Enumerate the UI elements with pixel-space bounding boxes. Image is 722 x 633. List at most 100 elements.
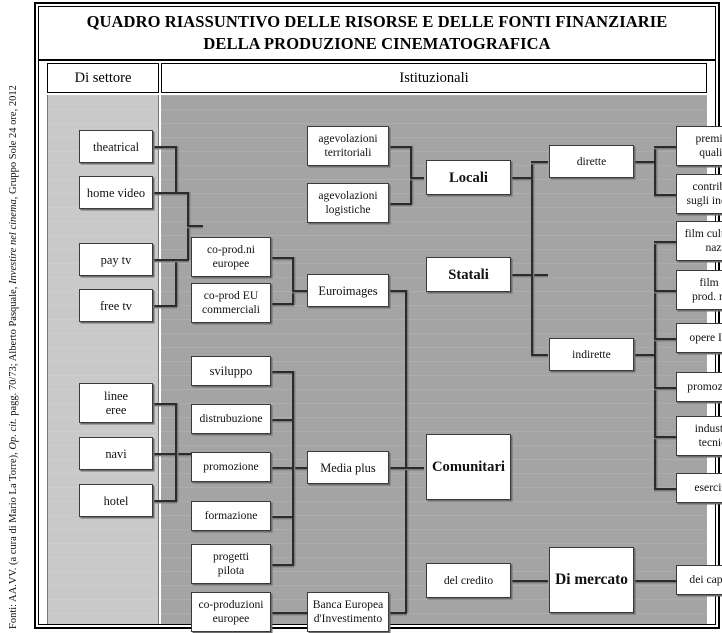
source-prefix: Fonti: AA.VV. (a cura di Mario La Torre)… — [8, 449, 19, 629]
link-promozione-out — [269, 467, 308, 469]
link-coprod-to-euroimages — [292, 290, 308, 292]
source-note-text: Fonti: AA.VV. (a cura di Mario La Torre)… — [4, 1, 24, 629]
link-comunitari-bracket — [405, 290, 407, 613]
node-distrubuzione[interactable]: distrubuzione — [191, 404, 271, 434]
link-coprodni-out — [269, 257, 294, 259]
link-travel-bracket — [175, 403, 177, 502]
node-esercizio[interactable]: esercizio — [676, 473, 722, 503]
node-promozione-media[interactable]: promozione — [191, 452, 271, 482]
link-banca-out — [387, 612, 407, 614]
node-theatrical[interactable]: theatrical — [79, 130, 153, 163]
link-promozione-in — [654, 387, 676, 389]
link-agev-bracket — [410, 146, 412, 205]
link-indirette-out — [634, 354, 656, 356]
node-navi[interactable]: navi — [79, 437, 153, 470]
node-promozione[interactable]: promozione — [676, 372, 722, 402]
node-di-mercato[interactable]: Di mercato — [549, 547, 634, 613]
node-del-credito[interactable]: del credito — [426, 563, 511, 598]
link-mediaplus-bracket — [292, 371, 294, 566]
link-formazione-out — [269, 516, 294, 518]
source-suffix: , Gruppo Sole 24 ore, 2012 — [8, 85, 19, 200]
node-euroimages[interactable]: Euroimages — [307, 274, 389, 307]
node-co-prod-eu-commerciali[interactable]: co-prod EU commerciali — [191, 283, 271, 323]
header-istituzionali: Istituzionali — [161, 63, 707, 93]
link-contributi-in — [654, 194, 676, 196]
link-agev-log-out — [387, 203, 412, 205]
link-esercizio-in — [654, 488, 676, 490]
link-statali-to-indirette — [531, 354, 548, 356]
link-tv1-bracket — [175, 146, 177, 194]
link-tv2-stem — [175, 259, 189, 261]
source-italic-1: Op. cit. — [8, 418, 19, 450]
link-premi-in — [654, 146, 676, 148]
node-industria-tecnica[interactable]: industria tecnica — [676, 416, 722, 456]
node-co-prodni-europee[interactable]: co-prod.ni europee — [191, 237, 271, 277]
node-hotel[interactable]: hotel — [79, 484, 153, 517]
node-dirette[interactable]: dirette — [549, 145, 634, 178]
link-agev-terr-out — [387, 146, 412, 148]
link-locali-out — [511, 177, 531, 179]
link-statali-out — [511, 274, 548, 276]
title-line-2: DELLA PRODUZIONE CINEMATOGRAFICA — [203, 34, 551, 53]
link-coprodeu-out — [269, 303, 294, 305]
panel-di-settore — [47, 95, 159, 624]
link-navi-out — [152, 453, 203, 455]
link-industria-in — [654, 436, 676, 438]
link-statali-bracket — [531, 161, 533, 355]
link-indirette-bracket — [654, 241, 656, 490]
link-opere-in — [654, 338, 676, 340]
link-home-video-out — [152, 192, 177, 194]
node-opere-i-e-ii[interactable]: opere I e II — [676, 323, 722, 353]
link-statali-to-dirette — [531, 161, 548, 163]
node-formazione[interactable]: formazione — [191, 501, 271, 531]
link-coprod-bracket — [292, 257, 294, 305]
node-free-tv[interactable]: free tv — [79, 289, 153, 322]
node-agevolazioni-logistiche[interactable]: agevolazioni logistiche — [307, 183, 389, 223]
link-di-mercato-out — [634, 580, 676, 582]
node-film-di-prod-naz[interactable]: film di prod. naz. — [676, 270, 722, 310]
link-tv1-stem — [175, 192, 189, 194]
node-premi-di-qualita[interactable]: premi di qualità — [676, 126, 722, 166]
link-hotel-out — [152, 500, 177, 502]
node-film-culturali-naz[interactable]: film culturali naz. — [676, 221, 722, 261]
link-theatrical-out — [152, 146, 177, 148]
node-media-plus[interactable]: Media plus — [307, 451, 389, 484]
chart-frame-inner: QUADRO RIASSUNTIVO DELLE RISORSE E DELLE… — [38, 6, 722, 632]
chart-frame: QUADRO RIASSUNTIVO DELLE RISORSE E DELLE… — [34, 2, 722, 632]
link-free-tv-out — [152, 305, 177, 307]
node-linee-eree[interactable]: linee eree — [79, 383, 153, 423]
link-sviluppo-out — [269, 371, 294, 373]
source-italic-2: Investire nel cinema — [8, 199, 19, 284]
header-di-settore: Di settore — [47, 63, 159, 93]
link-coprodeuropee-out — [269, 612, 308, 614]
link-film-culturali-in — [654, 241, 676, 243]
link-dirette-bracket — [654, 146, 656, 195]
link-distrubuzione-out — [269, 419, 294, 421]
node-comunitari[interactable]: Comunitari — [426, 434, 511, 500]
title-line-1: QUADRO RIASSUNTIVO DELLE RISORSE E DELLE… — [86, 12, 668, 31]
node-co-produzioni-europee[interactable]: co-produzioni europee — [191, 592, 271, 632]
link-tv2-bracket — [175, 259, 177, 307]
node-sviluppo[interactable]: sviluppo — [191, 356, 271, 386]
node-pay-tv[interactable]: pay tv — [79, 243, 153, 276]
node-banca-europea[interactable]: Banca Europea d'Investimento — [307, 592, 389, 632]
link-progetti-out — [269, 564, 294, 566]
link-del-credito-out — [511, 580, 548, 582]
node-home-video[interactable]: home video — [79, 176, 153, 209]
source-note: Fonti: AA.VV. (a cura di Mario La Torre)… — [0, 0, 22, 633]
node-indirette[interactable]: indirette — [549, 338, 634, 371]
node-agevolazioni-territoriali[interactable]: agevolazioni territoriali — [307, 126, 389, 166]
node-progetti-pilota[interactable]: progetti pilota — [191, 544, 271, 584]
link-film-prod-in — [654, 290, 676, 292]
link-comunitari-out — [405, 467, 424, 469]
node-statali[interactable]: Statali — [426, 257, 511, 292]
page-title: QUADRO RIASSUNTIVO DELLE RISORSE E DELLE… — [39, 7, 715, 61]
scanline-overlay-left — [48, 95, 158, 624]
node-contributi-incassi[interactable]: contributi sugli incassi — [676, 174, 722, 214]
column-headers: Di settore Istituzionali — [39, 63, 715, 93]
link-pay-tv-out — [152, 259, 177, 261]
link-tv-to-right — [187, 225, 203, 227]
node-dei-capitali[interactable]: dei capitali — [676, 565, 722, 595]
node-locali[interactable]: Locali — [426, 160, 511, 195]
